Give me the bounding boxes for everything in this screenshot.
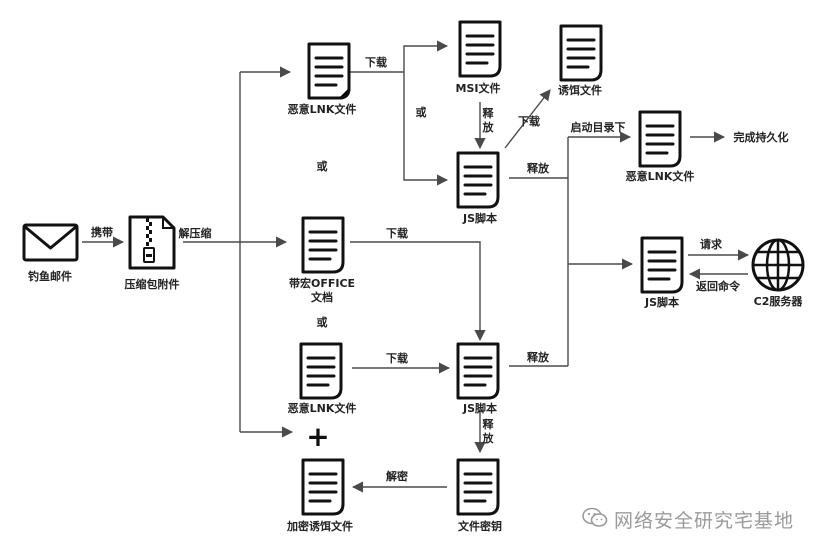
label-office-line2: 文档 — [311, 290, 333, 304]
or-label-top: 或 — [317, 159, 328, 173]
edge-label-or-paths: 或 — [416, 105, 427, 119]
envelope-icon — [22, 223, 79, 262]
document-icon — [559, 24, 603, 82]
plus-sign: + — [306, 420, 329, 453]
document-icon — [301, 216, 345, 274]
edge-office-js-bottom — [350, 241, 486, 342]
watermark: 网络安全研究宅基地 — [582, 506, 794, 533]
document-icon — [456, 342, 500, 400]
document-icon — [307, 42, 351, 100]
edge-label-release-key-2: 放 — [482, 431, 495, 445]
document-icon — [301, 458, 345, 516]
label-js-top: JS脚本 — [462, 211, 497, 225]
label-office-line1: 带宏OFFICE — [289, 276, 355, 290]
edge-label-decrypt: 解密 — [386, 469, 408, 483]
edge-js-top-decoy — [504, 89, 551, 149]
document-icon — [640, 236, 684, 294]
document-icon — [638, 110, 682, 168]
edge-label-download-bottom: 下载 — [386, 351, 408, 365]
label-js-bottom: JS脚本 — [462, 401, 497, 415]
label-lnk-bottom: 恶意LNK文件 — [288, 401, 357, 415]
label-persistence: 完成持久化 — [734, 130, 789, 144]
label-decoy: 诱饵文件 — [558, 83, 602, 97]
globe-icon — [751, 238, 805, 292]
edge-label-release-key-1: 释 — [483, 417, 495, 431]
document-icon — [456, 151, 500, 209]
label-phishing-mail: 钓鱼邮件 — [28, 269, 72, 283]
edge-label-download-decoy: 下载 — [518, 114, 540, 128]
edge-label-request: 请求 — [700, 237, 723, 251]
edge-label-return-cmd: 返回命令 — [696, 279, 741, 293]
document-icon — [299, 342, 343, 400]
wechat-icon — [582, 507, 608, 533]
label-encrypted-decoy: 加密诱饵文件 — [286, 519, 353, 533]
edge-label-carry: 携带 — [91, 225, 113, 239]
edge-lnk-msi — [403, 40, 449, 72]
label-js-mid: JS脚本 — [644, 295, 679, 309]
edge-label-startup-dir: 启动目录下 — [571, 120, 626, 134]
label-lnk-startup: 恶意LNK文件 — [626, 169, 695, 183]
label-file-key: 文件密钥 — [458, 519, 502, 533]
edge-label-unzip: 解压缩 — [179, 226, 212, 240]
watermark-text: 网络安全研究宅基地 — [614, 510, 795, 532]
edge-label-release-bottom: 释放 — [527, 350, 550, 364]
label-lnk-top: 恶意LNK文件 — [288, 102, 357, 116]
zip-archive-icon — [128, 215, 176, 270]
document-icon — [456, 458, 500, 516]
document-icon — [458, 20, 502, 78]
label-c2: C2服务器 — [754, 294, 804, 308]
edge-label-download-office: 下载 — [386, 226, 408, 240]
edge-lnk-js-top — [403, 72, 449, 186]
edge-label-release-top-1: 释 — [483, 106, 495, 120]
label-msi: MSI文件 — [456, 81, 501, 95]
label-archive-attachment: 压缩包附件 — [125, 277, 180, 291]
edge-label-release-top: 释放 — [527, 161, 550, 175]
or-label-bottom: 或 — [317, 315, 328, 329]
edge-label-release-top-2: 放 — [482, 120, 495, 134]
edge-label-download-msi: 下载 — [365, 55, 387, 69]
